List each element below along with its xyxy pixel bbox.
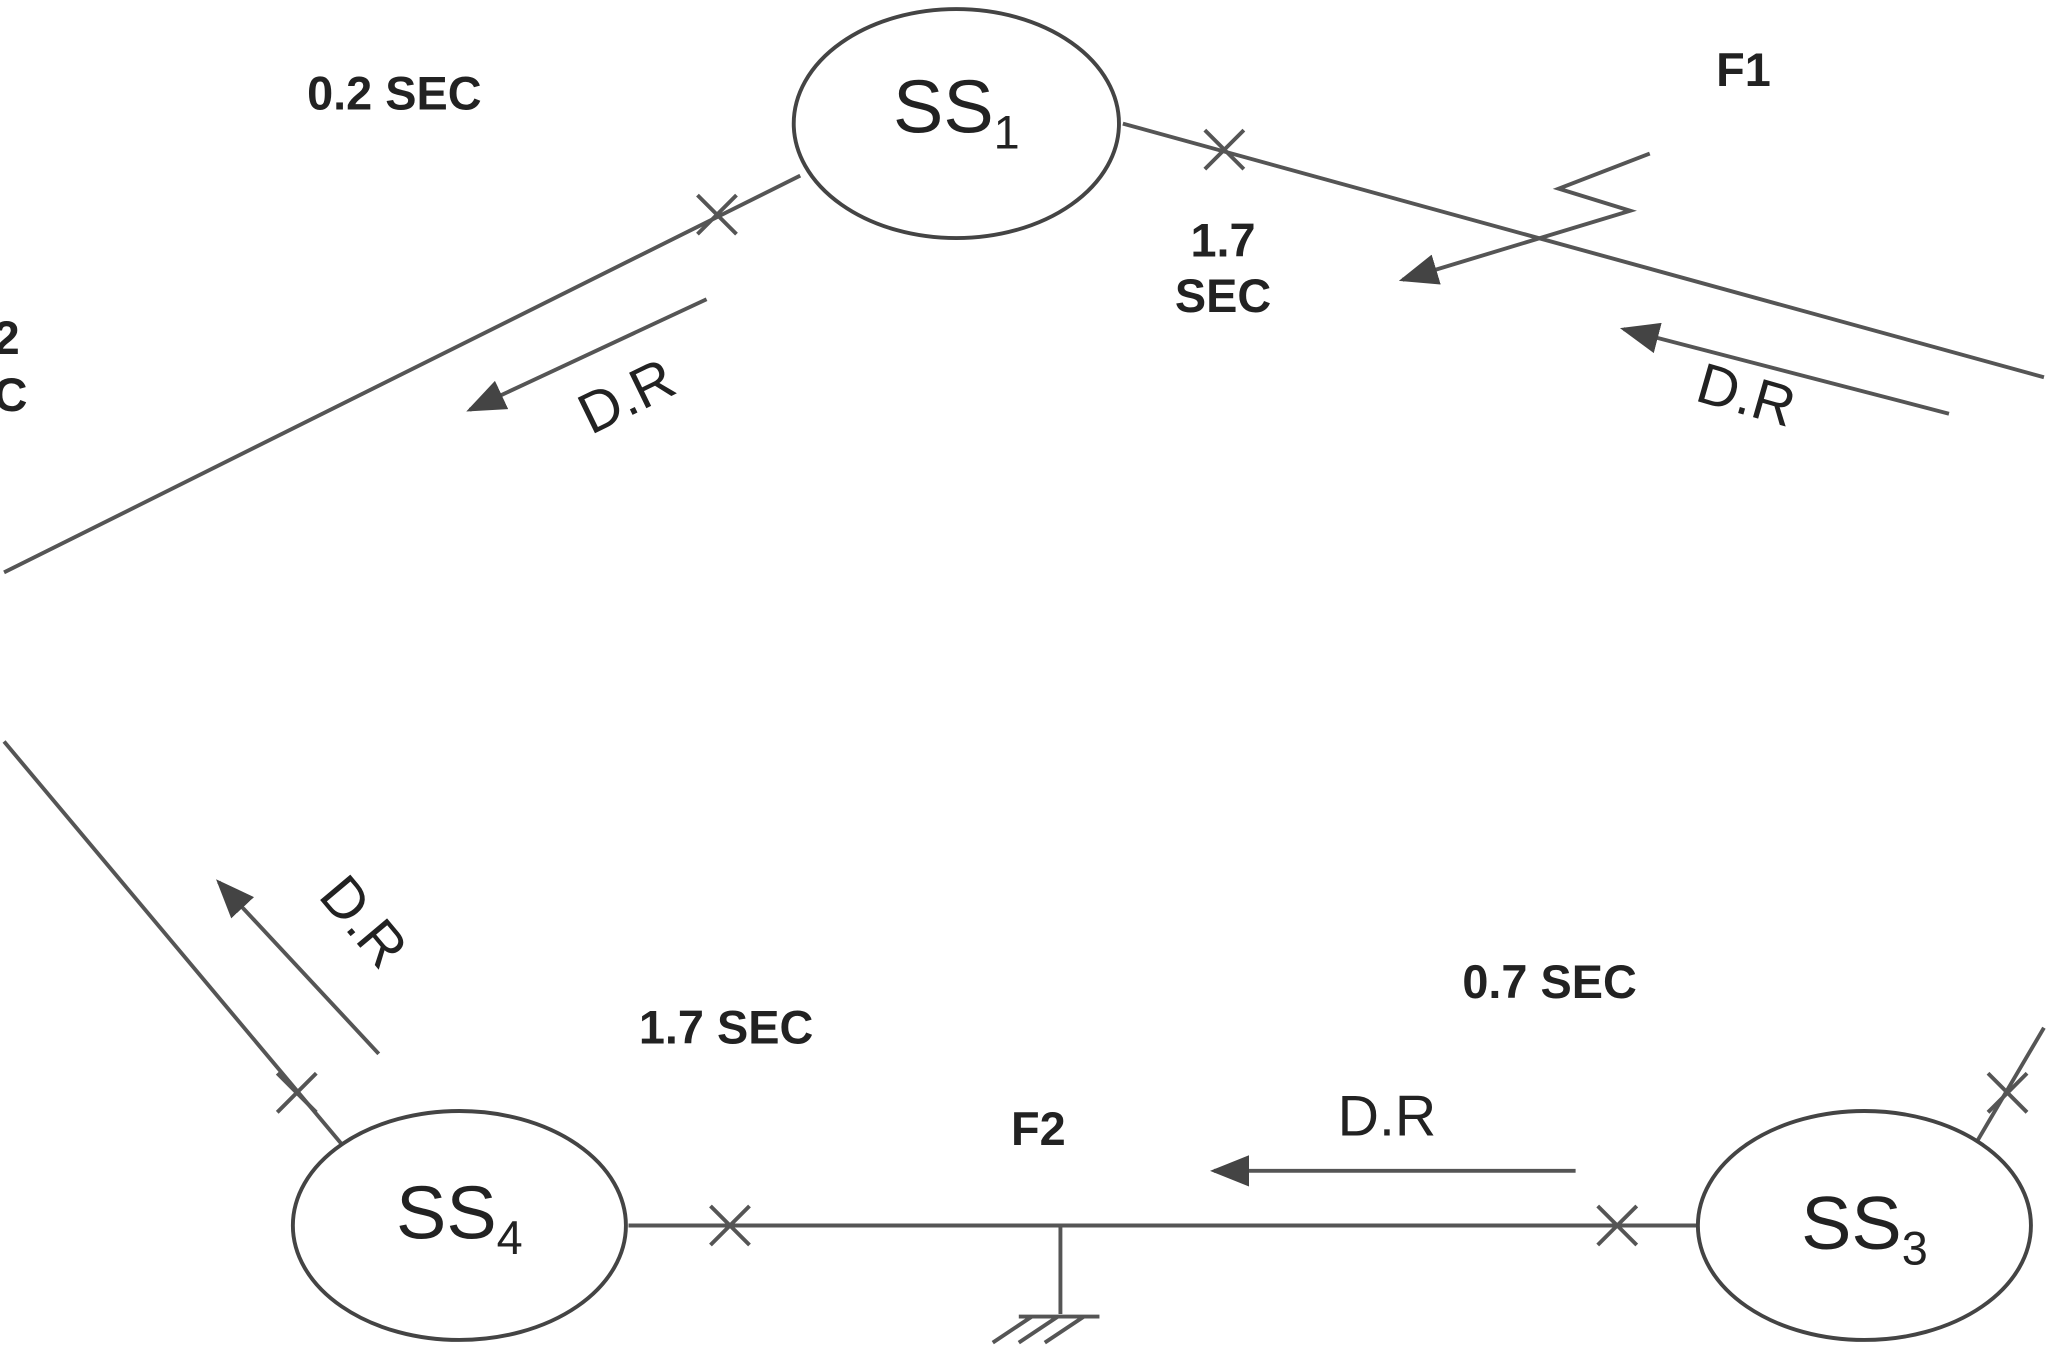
- feeder-ss4-left: [2, 740, 344, 1147]
- breaker-icon: [1596, 1204, 1639, 1247]
- relay-direction-arrow: [216, 879, 381, 1056]
- feeder-ss1-right: [1122, 121, 2045, 380]
- time-label: SEC: [1175, 270, 1271, 322]
- relay-label: D.R: [1690, 351, 1802, 440]
- svg-text:SS3: SS3: [1801, 1181, 1928, 1275]
- time-label: 0.2 SEC: [307, 67, 481, 119]
- relay-label: D.R: [568, 346, 685, 447]
- fault-label-f2: F2: [1011, 1103, 1066, 1155]
- breaker-icon: [709, 1204, 751, 1247]
- time-label: 0.7 SEC: [1462, 956, 1636, 1008]
- svg-text:SS1: SS1: [893, 65, 1020, 159]
- substation-ss4: SS4: [290, 1109, 628, 1342]
- breaker-icon: [1986, 1071, 2029, 1114]
- relay-label: D.R: [1338, 1085, 1437, 1149]
- relay-direction-arrow: [466, 297, 708, 412]
- breaker-icon: [1203, 128, 1246, 171]
- breaker-icon: [275, 1071, 318, 1114]
- time-label: 1.7: [1190, 214, 1255, 266]
- substation-ss3: SS3: [1695, 1109, 2033, 1342]
- time-label: 2: [0, 312, 20, 364]
- time-label: C: [0, 369, 27, 421]
- fault-arrow-icon: [1398, 151, 1651, 285]
- breaker-icon: [696, 193, 738, 236]
- feeder-ss3-right: [1973, 1026, 2046, 1146]
- relay-direction-arrow: [1619, 322, 1950, 416]
- relay-label: D.R: [307, 864, 419, 981]
- fault-label-f1: F1: [1716, 44, 1771, 96]
- ground-icon: [991, 1225, 1100, 1345]
- time-label: 1.7 SEC: [639, 1001, 813, 1053]
- breaker-icons: [275, 128, 2029, 1247]
- substation-ss1: SS1: [791, 7, 1121, 241]
- svg-text:SS4: SS4: [396, 1171, 523, 1265]
- feeder-ss1-ss2: [3, 173, 802, 575]
